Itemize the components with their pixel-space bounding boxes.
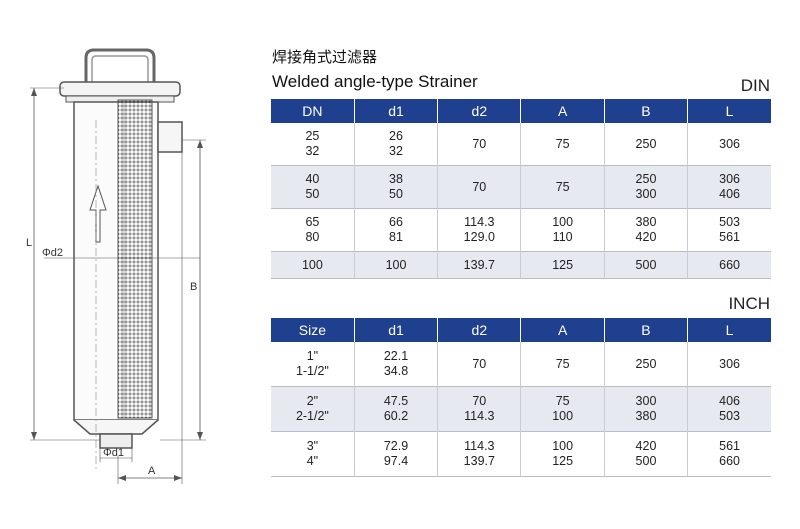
table-cell: 114.3 129.0 bbox=[437, 208, 521, 252]
label-d2: Φd2 bbox=[42, 247, 63, 259]
table-cell: 660 bbox=[687, 251, 771, 279]
table-cell: 70 bbox=[437, 123, 521, 166]
bottom-inlet bbox=[99, 433, 133, 449]
flow-arrow bbox=[89, 184, 107, 243]
table-cell: 420 500 bbox=[603, 431, 688, 477]
header-cell: L bbox=[687, 318, 771, 342]
title-english: Welded angle-type Strainer bbox=[272, 72, 478, 91]
table-cell: 75 bbox=[520, 165, 605, 209]
table-cell: 306 406 bbox=[687, 165, 771, 209]
table-header-row: DN d1 d2 A B L bbox=[271, 99, 771, 123]
header-cell: B bbox=[603, 318, 688, 342]
table-row: 1" 1-1/2" 22.1 34.8 70 75 250 306 bbox=[271, 342, 771, 387]
table-cell: 72.9 97.4 bbox=[353, 431, 438, 477]
header-cell: d1 bbox=[353, 99, 438, 123]
table-cell: 100 bbox=[271, 251, 355, 279]
table-cell: 300 380 bbox=[603, 386, 688, 432]
label-A: A bbox=[148, 465, 156, 477]
top-flange bbox=[59, 81, 181, 97]
header-cell: d2 bbox=[437, 99, 521, 123]
table-cell: 250 bbox=[603, 123, 688, 166]
title-chinese: 焊接角式过滤器 bbox=[272, 48, 378, 66]
table-cell: 114.3 139.7 bbox=[437, 431, 521, 477]
table-cell: 503 561 bbox=[687, 208, 771, 252]
header-cell: B bbox=[603, 99, 688, 123]
table-cell: 26 32 bbox=[353, 123, 438, 166]
inch-spec-table: Size d1 d2 A B L 1" 1-1/2" 22.1 34.8 70 … bbox=[271, 318, 771, 477]
table-header-row: Size d1 d2 A B L bbox=[271, 318, 771, 342]
label-d1: Φd1 bbox=[103, 447, 124, 459]
header-cell: DN bbox=[271, 99, 355, 123]
table-cell: 125 bbox=[520, 251, 605, 279]
table-cell: 100 125 bbox=[520, 431, 605, 477]
mesh-screen bbox=[117, 99, 153, 419]
strainer-drawing: L Φd2 B Φd1 A bbox=[26, 48, 206, 484]
header-cell: A bbox=[520, 99, 605, 123]
table-cell: 38 50 bbox=[353, 165, 438, 209]
table-cell: 75 bbox=[520, 123, 605, 166]
table-cell: 100 bbox=[353, 251, 438, 279]
header-cell: d1 bbox=[353, 318, 438, 342]
header-cell: A bbox=[520, 318, 605, 342]
table-row: 25 32 26 32 70 75 250 306 bbox=[271, 123, 771, 166]
table-cell: 65 80 bbox=[305, 215, 320, 244]
handle bbox=[84, 48, 156, 82]
table-cell: 70 bbox=[437, 342, 521, 387]
table-row: 65 80 66 81 114.3 129.0 100 110 380 420 … bbox=[271, 208, 771, 252]
table-cell: 306 bbox=[687, 123, 771, 166]
table-cell: 100 110 bbox=[520, 208, 605, 252]
header-cell: L bbox=[687, 99, 771, 123]
side-outlet bbox=[157, 121, 183, 153]
label-L: L bbox=[26, 237, 32, 249]
table-row: 2" 2-1/2" 47.5 60.2 70 114.3 75 100 300 … bbox=[271, 386, 771, 432]
table-cell: 139.7 bbox=[437, 251, 521, 279]
table-cell: 70 bbox=[437, 165, 521, 209]
table-cell: 75 100 bbox=[520, 386, 605, 432]
table-cell: 3" 4" bbox=[306, 439, 319, 468]
table-cell: 2" 2-1/2" bbox=[271, 386, 355, 432]
table-row: 100 100 139.7 125 500 660 bbox=[271, 251, 771, 279]
table-cell: 70 114.3 bbox=[437, 386, 521, 432]
header-cell: Size bbox=[271, 318, 355, 342]
table-row: 3" 4" 72.9 97.4 114.3 139.7 100 125 420 … bbox=[271, 431, 771, 477]
table-cell: 406 503 bbox=[687, 386, 771, 432]
table-cell: 306 bbox=[687, 342, 771, 387]
table-cell: 500 bbox=[603, 251, 688, 279]
table-cell: 22.1 34.8 bbox=[353, 342, 438, 387]
table-cell: 1" 1-1/2" bbox=[295, 349, 329, 378]
header-cell: d2 bbox=[437, 318, 521, 342]
din-label: DIN bbox=[740, 76, 770, 95]
table-cell: 250 300 bbox=[603, 165, 688, 209]
table-cell: 380 420 bbox=[603, 208, 688, 252]
table-row: 40 50 38 50 70 75 250 300 306 406 bbox=[271, 165, 771, 209]
table-cell: 25 32 bbox=[305, 129, 320, 158]
table-cell: 75 bbox=[520, 342, 605, 387]
table-cell: 40 50 bbox=[271, 165, 355, 209]
din-spec-table: DN d1 d2 A B L 25 32 26 32 70 75 250 306… bbox=[271, 99, 771, 279]
table-cell: 47.5 60.2 bbox=[353, 386, 438, 432]
inch-label: INCH bbox=[728, 294, 770, 313]
label-B: B bbox=[190, 281, 197, 293]
table-cell: 561 660 bbox=[687, 431, 771, 477]
table-cell: 250 bbox=[603, 342, 688, 387]
table-cell: 66 81 bbox=[353, 208, 438, 252]
